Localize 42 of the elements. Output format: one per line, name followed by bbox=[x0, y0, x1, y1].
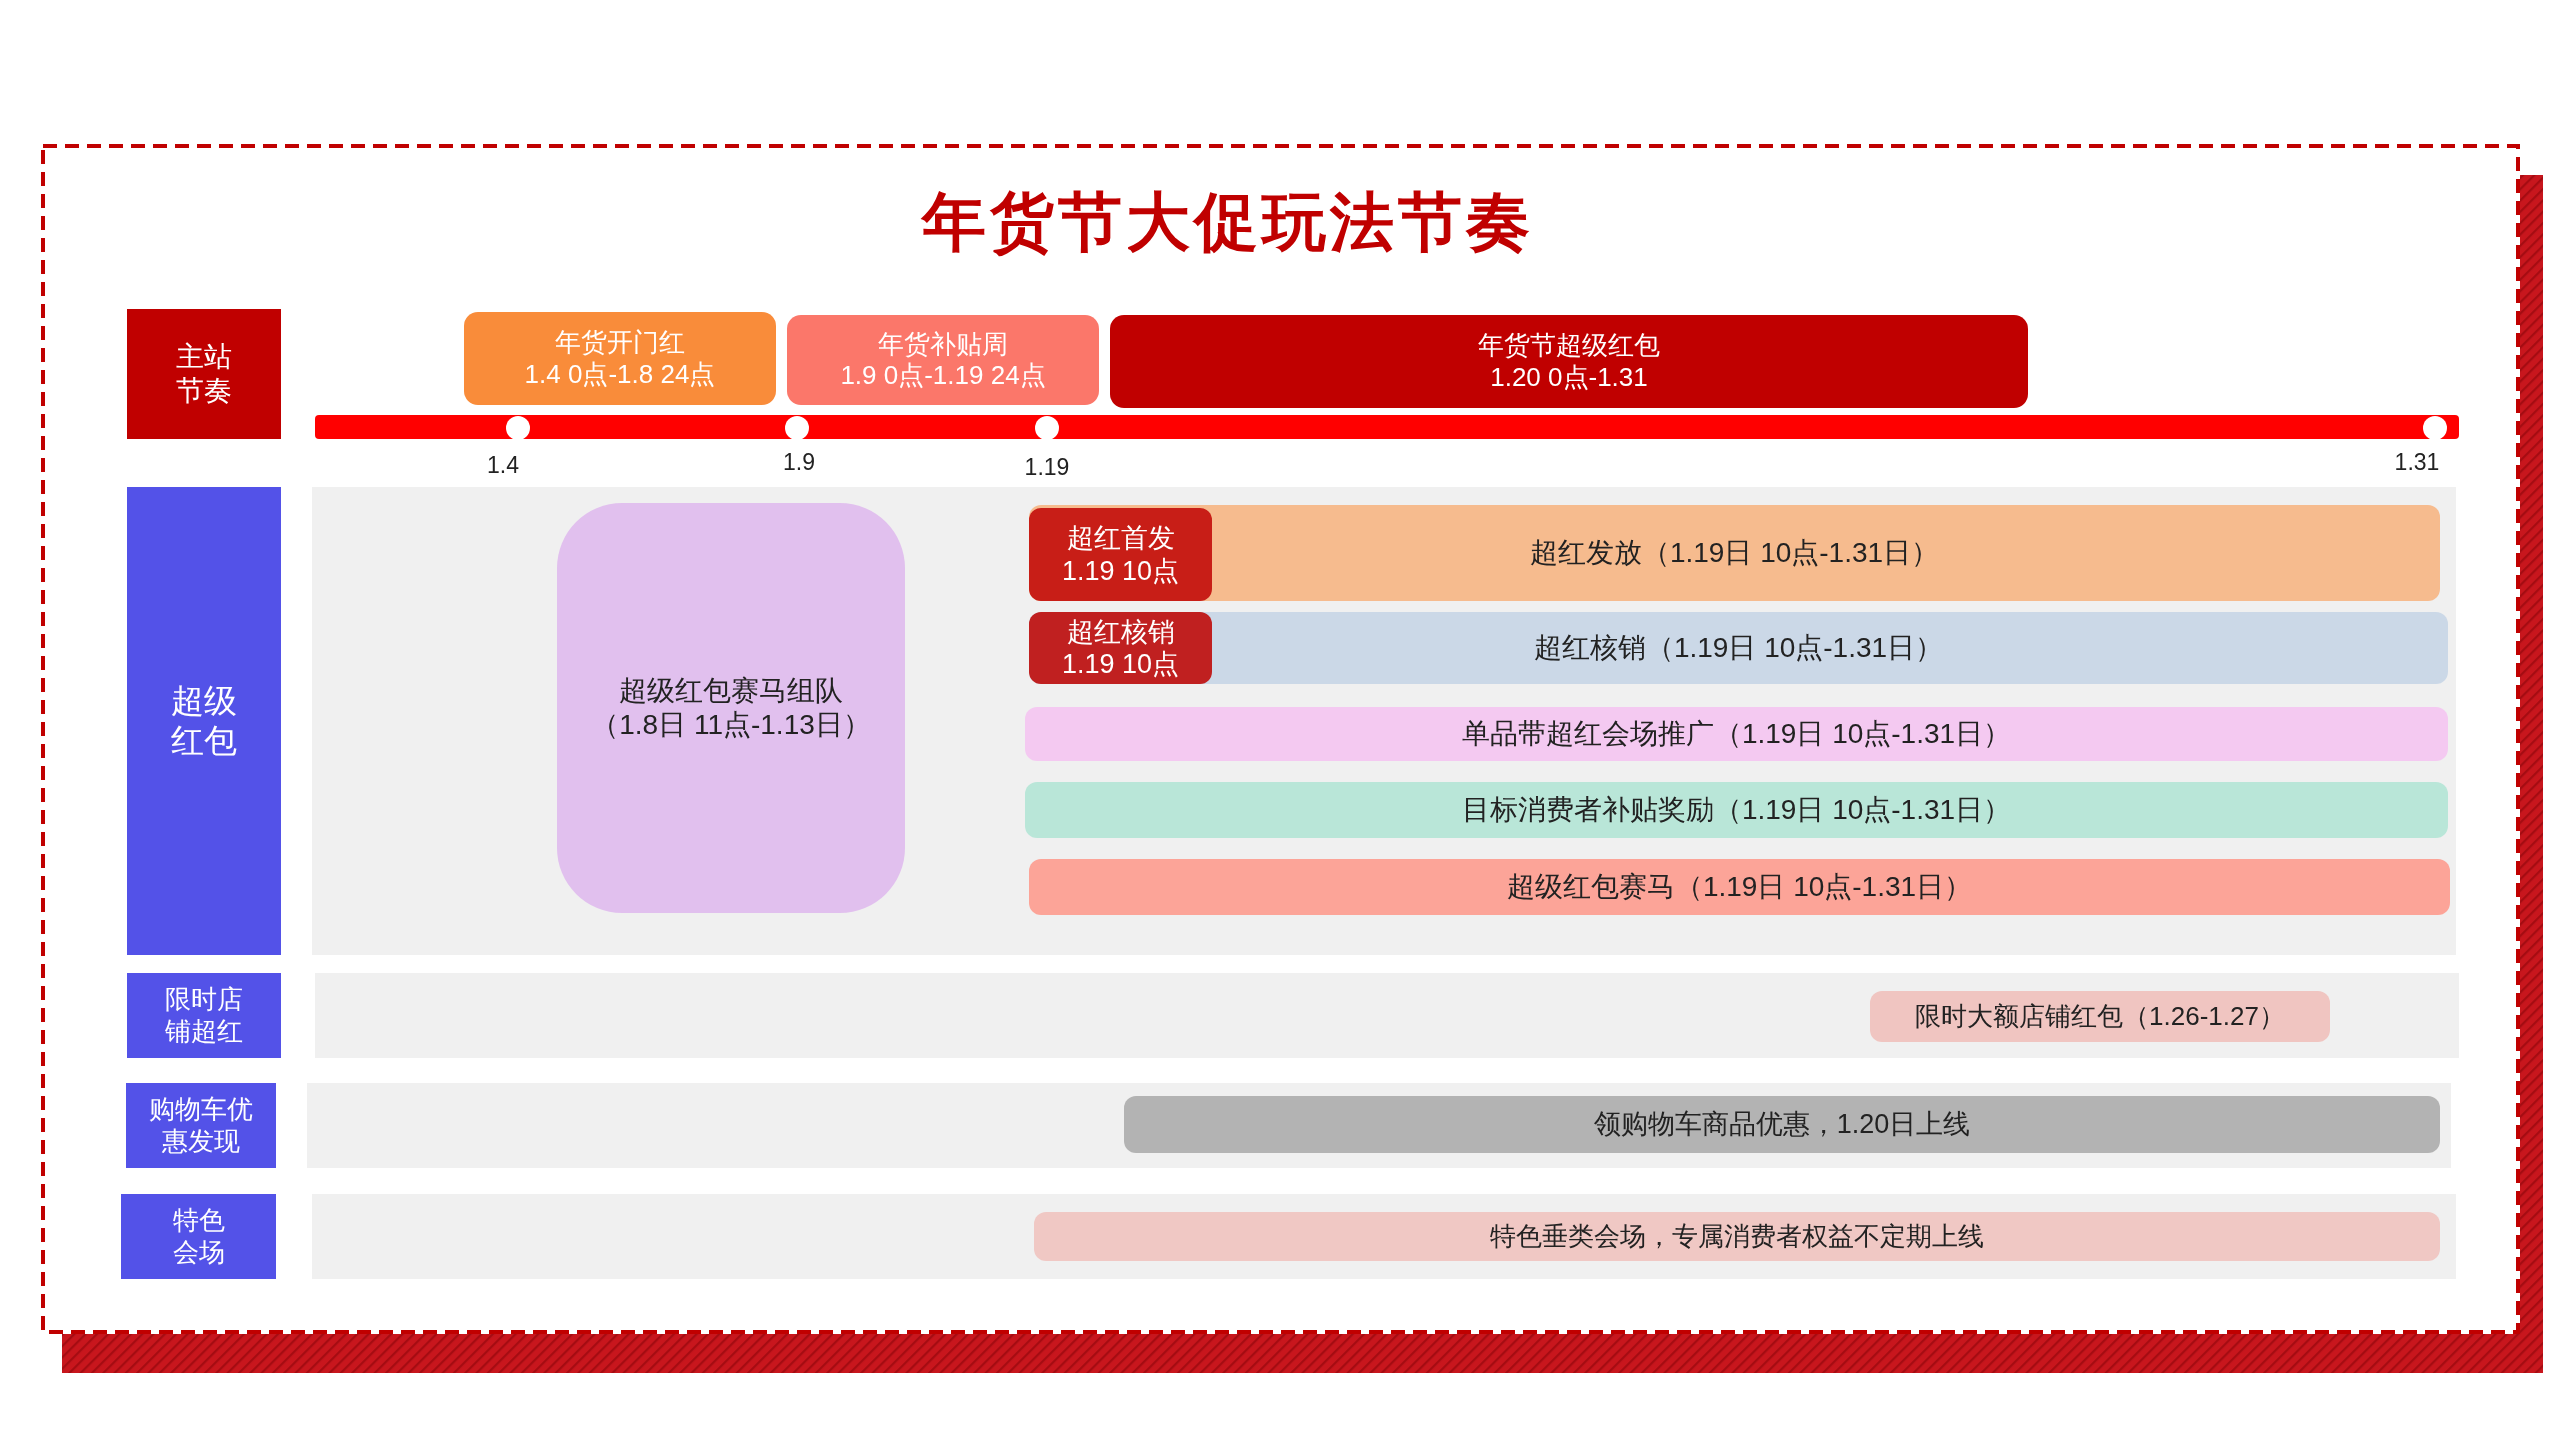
activity-bar bbox=[1029, 612, 2448, 684]
date-range: （1.8日 11点-1.13日） bbox=[591, 708, 871, 742]
row-header: 购物车优惠发现 bbox=[126, 1083, 276, 1168]
activity-bar: 超级红包赛马（1.19日 10点-1.31日） bbox=[1029, 859, 2450, 915]
date-range: 1.4 0点-1.8 24点 bbox=[524, 358, 716, 390]
tag-title: 超红核销 bbox=[1066, 615, 1175, 648]
tick-label: 1.4 bbox=[487, 452, 519, 480]
row-band bbox=[312, 1194, 2456, 1279]
phase-box bbox=[464, 312, 776, 405]
activity-bar: 单品带超红会场推广（1.19日 10点-1.31日） bbox=[1025, 707, 2448, 761]
tag-time: 1.19 10点 bbox=[1061, 554, 1180, 587]
activity-bar: 特色垂类会场，专属消费者权益不定期上线 bbox=[1034, 1212, 2440, 1261]
tick-label: 1.19 bbox=[1024, 454, 1070, 482]
row-header: 特色会场 bbox=[121, 1194, 276, 1279]
date-range: 1.20 0点-1.31 bbox=[1490, 361, 1648, 393]
phase-box bbox=[787, 315, 1099, 405]
row-band bbox=[312, 487, 2456, 955]
date-range: 1.9 0点-1.19 24点 bbox=[840, 360, 1046, 392]
row-header: 限时店铺超红 bbox=[127, 973, 281, 1058]
activity-label: 超红发放（1.19日 10点-1.31日） bbox=[1529, 536, 1940, 570]
activity-card bbox=[557, 503, 905, 913]
activity-bar: 目标消费者补贴奖励（1.19日 10点-1.31日） bbox=[1025, 782, 2448, 838]
phase-box bbox=[1110, 315, 2028, 408]
activity-bar bbox=[1029, 505, 2440, 601]
tick-label: 1.31 bbox=[2394, 449, 2440, 477]
phase-title: 年货补贴周 bbox=[878, 328, 1008, 360]
row-band bbox=[307, 1083, 2451, 1168]
tag-title: 超红首发 bbox=[1066, 522, 1175, 555]
activity-bar: 限时大额店铺红包（1.26-1.27） bbox=[1870, 991, 2330, 1042]
row-header: 超级红包 bbox=[127, 487, 281, 955]
phase-title: 年货节超级红包 bbox=[1478, 330, 1660, 362]
activity-bar: 领购物车商品优惠，1.20日上线 bbox=[1124, 1096, 2440, 1153]
tag-time: 1.19 10点 bbox=[1061, 648, 1180, 681]
activity-title: 超级红包赛马组队 bbox=[619, 674, 843, 708]
start-tag bbox=[1029, 612, 1212, 684]
row-band bbox=[315, 973, 2459, 1058]
tick-label: 1.9 bbox=[783, 449, 815, 477]
row-header: 主站节奏 bbox=[127, 309, 281, 439]
start-tag bbox=[1029, 508, 1212, 601]
phase-title: 年货开门红 bbox=[555, 327, 685, 359]
title: 年货节大促玩法节奏 bbox=[922, 185, 1534, 260]
activity-label: 超红核销（1.19日 10点-1.31日） bbox=[1533, 631, 1944, 665]
